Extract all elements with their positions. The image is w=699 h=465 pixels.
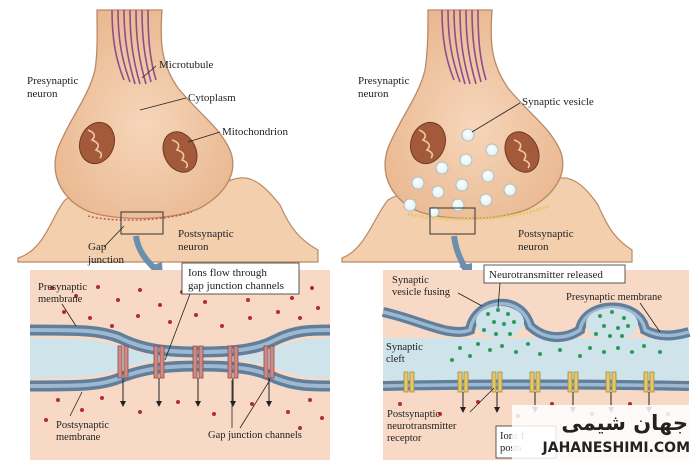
left-zoom-rectangle [120, 211, 164, 235]
synaptic-vesicle-label: Synaptic vesicle [522, 96, 594, 108]
watermark-logo: جهان شیمی JAHANESHIMI.COM [512, 405, 694, 460]
neurotransmitter-molecules [450, 308, 662, 362]
gap-junction-channels [117, 345, 275, 379]
watermark-brand-url: JAHANESHIMI.COM [542, 440, 690, 456]
neurotransmitter-receptors [403, 371, 655, 393]
right-presynaptic-membrane-label: Presynaptic membrane [566, 292, 662, 303]
left-presynaptic-neuron-label: Presynaptic neuron [27, 75, 81, 100]
gap-junction-channels-label: Gap junction channels [208, 430, 302, 441]
microtubule-label: Microtubule [159, 59, 213, 71]
left-presynaptic-membrane-label: Presynaptic membrane [38, 282, 90, 305]
right-mitochondria [409, 121, 540, 173]
watermark-brand-script: جهان شیمی [561, 411, 688, 435]
mitochondrion-label: Mitochondrion [222, 126, 288, 138]
left-zoom-panel: Ions flow through gap junction channels … [29, 262, 331, 460]
left-microtubules [111, 9, 157, 85]
right-zoom-rectangle [429, 207, 476, 235]
right-top-illustration [341, 9, 633, 279]
right-postsynaptic-neuron-label: Postsynaptic neuron [518, 228, 576, 253]
left-postsynaptic-membrane-label: Postsynaptic membrane [56, 420, 112, 443]
right-presynaptic-neuron-label: Presynaptic neuron [358, 75, 412, 100]
left-postsynaptic-neuron-label: Postsynaptic neuron [178, 228, 236, 253]
left-top-illustration [17, 9, 319, 278]
neurotransmitter-released-box [483, 264, 626, 284]
postsynaptic-receptor-label: Postsynaptic neurotransmitter receptor [387, 409, 459, 444]
ions-flow-label-box [181, 262, 300, 295]
cytoplasm-label: Cytoplasm [188, 92, 236, 104]
right-receptor-line [407, 204, 549, 221]
left-leader-lines [103, 65, 221, 248]
synaptic-cleft-label: Synaptic cleft [386, 342, 425, 365]
ions-flow-label: Ions flow through gap junction channels [188, 267, 284, 292]
left-gap-junction-line [87, 211, 193, 221]
left-mitochondria [78, 121, 198, 173]
neurotransmitter-released-label: Neurotransmitter released [489, 269, 603, 281]
synaptic-vesicle-fusing-label: Synaptic vesicle fusing [392, 275, 451, 298]
synaptic-vesicles [403, 128, 517, 218]
gap-junction-label: Gap junction [87, 241, 125, 266]
right-microtubules [441, 9, 487, 85]
